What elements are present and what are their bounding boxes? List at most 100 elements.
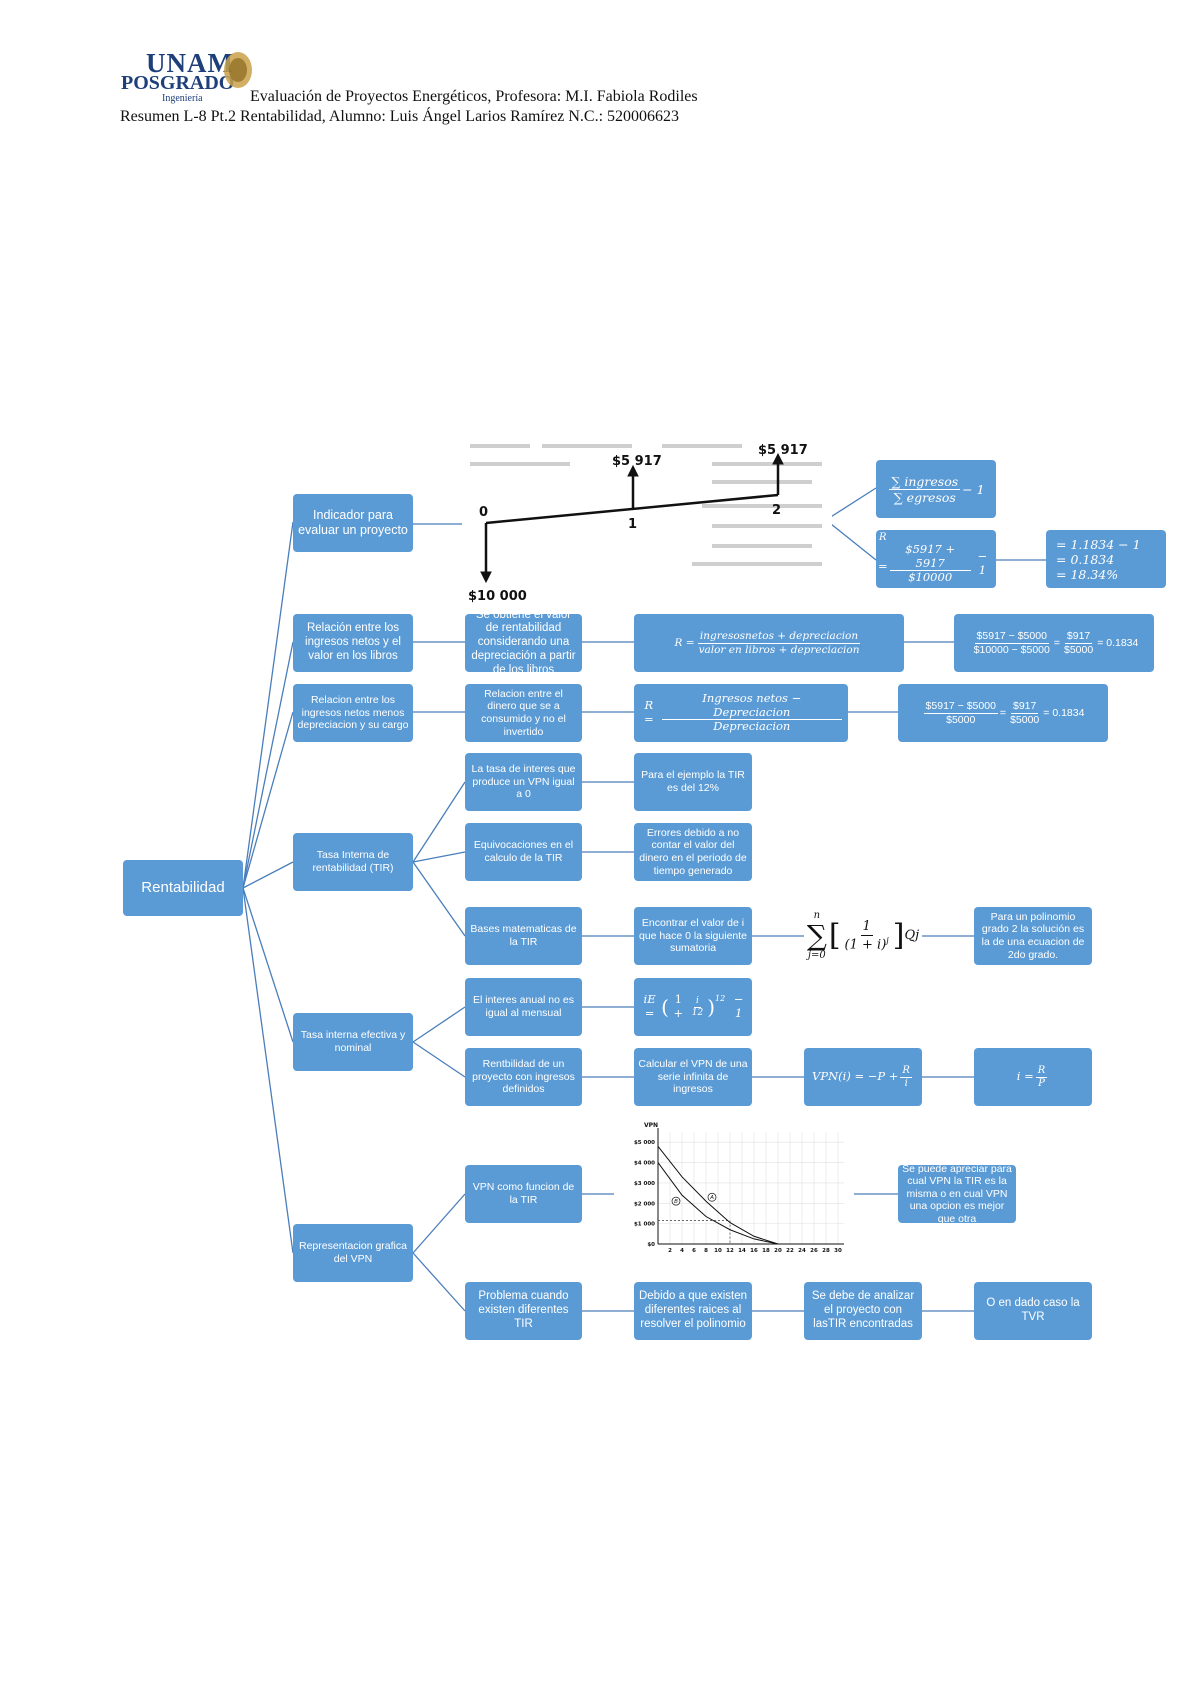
result-line-3: = 18.34% [1056,566,1119,582]
chart-x-tick-label: 26 [810,1248,818,1254]
formula-ingresos-egresos: ∑ ingresos∑ egresos − 1 [876,460,996,518]
cash-flow-inflow-1: $5 917 [612,454,662,469]
result-dep-eq: = [999,706,1007,719]
formula-r-den: $10000 [908,570,953,585]
cash-flow-t1: 1 [628,517,637,532]
formula-ie-inner-num: i [694,995,701,1008]
ie-one-plus-icon: 1 + [673,992,684,1020]
result-libros-den2: $5000 [1063,643,1094,656]
chart-x-tick-label: 10 [714,1248,722,1254]
chart-x-tick-label: 12 [726,1248,734,1254]
chart-y-tick-label: $0 [647,1242,655,1248]
node-analizar-tir: Se debe de analizar el proyecto con lasT… [804,1282,922,1340]
chart-series-label-marker [671,1196,681,1206]
formula-i-den: P [1038,1077,1045,1089]
chart-series-label: B [674,1199,678,1205]
node-tir-equivocaciones: Equivocaciones en el calculo de la TIR [465,823,582,881]
node-tir: Tasa Interna de rentabilidad (TIR) [293,833,413,891]
result-dep-num1: $5917 − $5000 [923,699,998,714]
root-rentabilidad: Rentabilidad [123,860,243,916]
chart-x-tick-label: 14 [738,1248,746,1254]
result-libros-eq: = [1053,636,1060,649]
formula-ie-exp: 12 [715,994,726,1003]
node-rentabilidad-ingresos: Rentbilidad de un proyecto con ingresos … [465,1048,582,1106]
result-dep-num2: $917 [1010,699,1039,714]
sum-exp: j [886,935,889,945]
node-depreciacion-libros: Se obtiene el valor de rentabilidad cons… [465,614,582,672]
chart-y-tick-label: $2 000 [634,1201,655,1207]
page-header: UNAM POSGRADO Ingeniería Evaluación de P… [0,0,1200,140]
header-student-line: Resumen L-8 Pt.2 Rentabilidad, Alumno: L… [120,108,680,125]
chart-x-tick-label: 20 [774,1248,782,1254]
formula-r-prefix: R [879,532,887,543]
chart-y-tick-label: $4 000 [634,1161,655,1167]
chart-y-tick-label: $5 000 [634,1140,655,1146]
unam-posgrado-logo: UNAM POSGRADO Ingeniería [118,48,258,106]
logo-unam-text: UNAM [146,48,234,78]
node-tir-ejemplo: Para el ejemplo la TIR es del 12% [634,753,752,811]
node-indicador: Indicador para evaluar un proyecto [293,494,413,552]
chart-x-tick-label: 2 [668,1248,672,1254]
chart-x-tick-label: 22 [786,1248,794,1254]
node-tir-definicion: La tasa de interes que produce un VPN ig… [465,753,582,811]
logo-ingenieria-text: Ingeniería [162,93,203,104]
formula-r-eq: = [878,559,888,574]
chart-ylabel: VPN [644,1122,658,1129]
chart-x-tick-label: 18 [762,1248,770,1254]
chart-series-B [657,1162,790,1245]
formula-ie-inner-den: 12 [691,1007,704,1018]
ie-paren-right-icon: ) [707,995,716,1019]
cash-flow-t0: 0 [479,505,488,520]
chart-x-tick-label: 30 [834,1248,842,1254]
formula-r-dep-num: Ingresos netos − Depreciacion [661,691,842,721]
formula-ie-tail: − 1 [733,992,744,1020]
sum-num: 1 [860,919,873,936]
sum-sigma-icon: ∑ [806,919,827,952]
formula-r-libros-num: ingresosnetos + depreciacion [697,629,861,644]
node-dinero-consumido: Relacion entre el dinero que se a consum… [465,684,582,742]
node-interes-anual: El interes anual no es igual al mensual [465,978,582,1036]
chart-x-tick-label: 8 [704,1248,708,1254]
node-problema-tir: Problema cuando existen diferentes TIR [465,1282,582,1340]
logo-posgrado-text: POSGRADO [121,72,235,94]
formula-r-dep-den: Depreciacion [713,719,791,734]
result-line-2: = 0.1834 [1056,551,1115,567]
formula-i-num: R [1035,1064,1048,1078]
formula-vpn-den: i [904,1077,908,1089]
node-relacion-depreciacion: Relacion entre los ingresos netos menos … [293,684,413,742]
result-r-depreciacion: $5917 − $5000$5000 = $917$5000 = 0.1834 [898,684,1108,742]
result-r-libros: $5917 − $5000$10000 − $5000 = $917$5000 … [954,614,1154,672]
result-libros-tail: = 0.1834 [1097,636,1139,649]
chart-y-tick-label: $1 000 [634,1222,655,1228]
node-representacion-vpn: Representacion grafica del VPN [293,1224,413,1282]
formula-r-libros-prefix: R = [674,636,695,649]
formula-tir-sumatoria: n ∑ j=0 [ 1 (1 + i)j ] Qj [804,898,922,974]
chart-series-label: A [709,1195,714,1201]
chart-x-tick-label: 4 [680,1248,684,1254]
sum-upper: n [813,910,821,921]
formula-vpn-lhs: VPN(i) = −P + [812,1069,899,1084]
formula-ie-lhs: iE = [643,992,656,1020]
result-dep-den1: $5000 [946,713,976,726]
node-vpn-nota: Se puede apreciar para cual VPN la TIR e… [898,1165,1016,1223]
node-tir-errores: Errores debido a no contar el valor del … [634,823,752,881]
sum-bracket-left-icon: [ [828,918,841,953]
chart-x-tick-label: 16 [750,1248,758,1254]
formula-r-num: $5917 + 5917 [889,542,971,572]
node-tir-bases: Bases matematicas de la TIR [465,907,582,965]
node-tir-encontrar-i: Encontrar el valor de i que hace 0 la si… [634,907,752,965]
node-tasa-efectiva: Tasa interna efectiva y nominal [293,1013,413,1071]
result-libros-num2: $917 [1064,629,1093,644]
formula-r-calculation: R = $5917 + 5917$10000 − 1 [876,530,996,588]
formula-egresos-den: ∑ egresos [893,489,956,505]
chart-x-tick-label: 24 [798,1248,806,1254]
formula-i-lhs: i = [1016,1069,1034,1084]
formula-vpn-num: R [900,1064,912,1078]
header-course-line: Evaluación de Proyectos Energéticos, Pro… [250,88,698,105]
result-rentabilidad: = 1.1834 − 1 = 0.1834 = 18.34% [1046,530,1166,588]
node-tir-polinomio: Para un polinomio grado 2 la solución es… [974,907,1092,965]
